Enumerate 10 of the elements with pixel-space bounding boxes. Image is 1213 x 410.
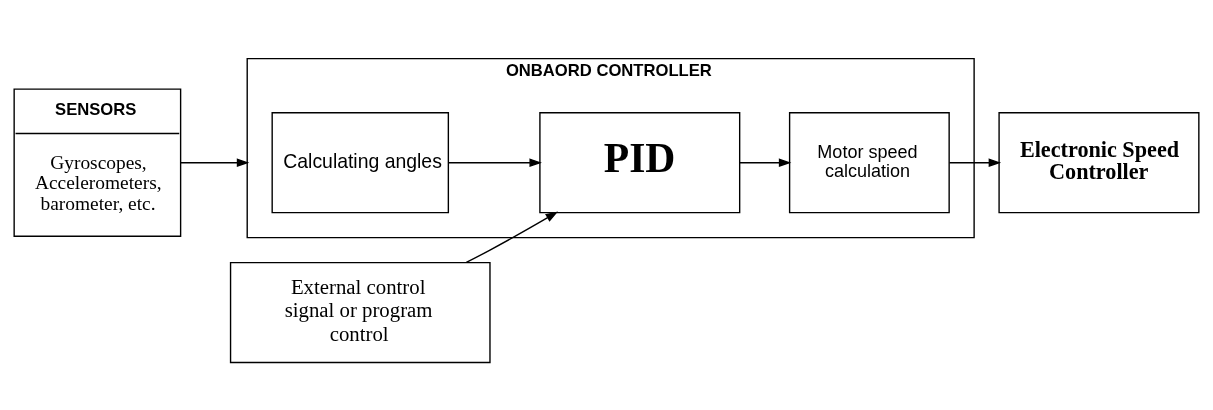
- arrow: [948, 158, 1002, 168]
- arrow: [180, 158, 250, 168]
- node-box: Calculating angles: [271, 112, 450, 214]
- node-box: Electronic Speed Controller: [998, 112, 1200, 214]
- arrow: [465, 211, 559, 264]
- arrow: [739, 158, 792, 168]
- node-box: External control signal or program control: [229, 261, 491, 364]
- arrow: [447, 158, 542, 168]
- node-box: PID: [539, 112, 741, 214]
- node-box: Motor speed calculation: [788, 112, 950, 214]
